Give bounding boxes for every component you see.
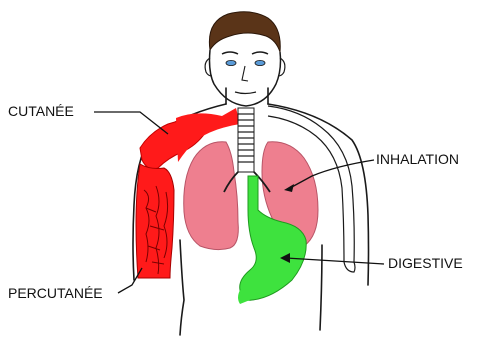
airway-tube-end bbox=[344, 262, 355, 272]
left-lung bbox=[184, 142, 239, 250]
left-eye bbox=[226, 60, 236, 65]
label-cutanee: CUTANÉE bbox=[8, 103, 74, 119]
face-outline bbox=[210, 50, 281, 106]
hair bbox=[209, 12, 280, 52]
right-eye bbox=[255, 60, 265, 65]
mouth bbox=[235, 92, 256, 94]
skin-exposure-arm bbox=[136, 164, 174, 278]
nose bbox=[242, 66, 248, 81]
label-percutanee: PERCUTANÉE bbox=[8, 285, 103, 301]
label-inhalation: INHALATION bbox=[376, 151, 459, 167]
head bbox=[205, 12, 285, 106]
label-digestive: DIGESTIVE bbox=[388, 255, 463, 271]
